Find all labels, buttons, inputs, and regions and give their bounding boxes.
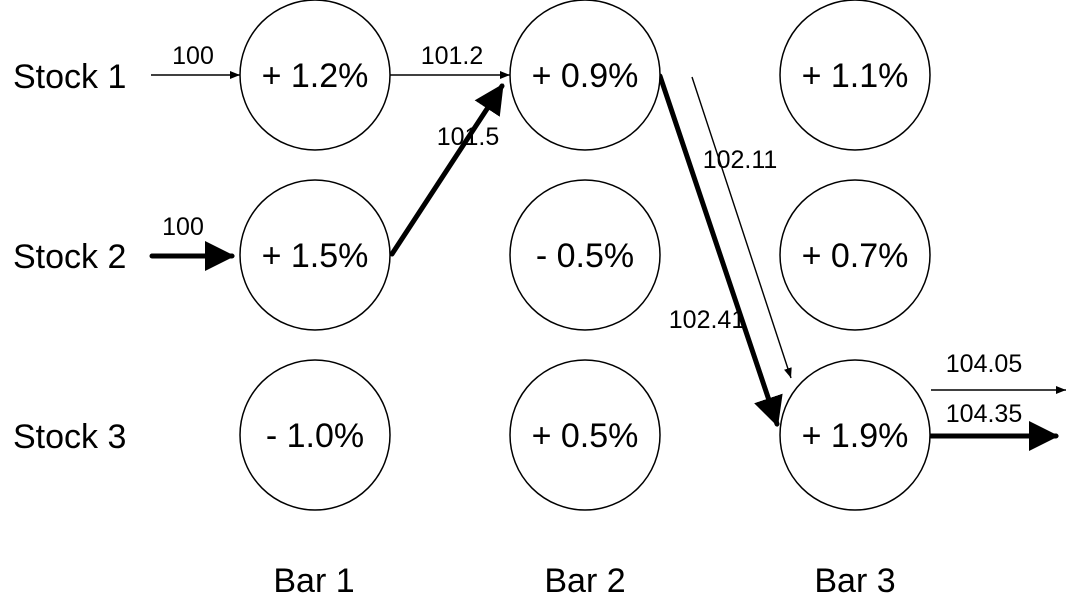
edge-label-102-11: 102.11 <box>703 146 778 174</box>
edge-label-101-2: 101.2 <box>421 42 484 70</box>
node-stock3-bar2: + 0.5% <box>509 359 661 511</box>
node-label: + 1.9% <box>802 417 909 455</box>
node-label: + 1.5% <box>262 237 369 275</box>
row-label-stock-2: Stock 2 <box>13 238 126 276</box>
edge-label-101-5: 101.5 <box>437 123 500 151</box>
row-label-stock-3: Stock 3 <box>13 418 126 456</box>
edge-label-102-41: 102.41 <box>669 306 745 334</box>
edge-thick-stock1-bar2-to-stock3-bar3 <box>657 73 783 427</box>
node-label: + 0.7% <box>802 237 909 275</box>
node-stock3-bar3: + 1.9% <box>779 359 931 511</box>
node-stock1-bar3: + 1.1% <box>779 0 931 151</box>
node-stock2-bar1: + 1.5% <box>239 179 391 331</box>
node-label: + 0.9% <box>532 57 639 95</box>
node-label: + 1.1% <box>802 57 909 95</box>
column-label-bar-2: Bar 2 <box>544 562 625 600</box>
node-stock3-bar1: - 1.0% <box>239 359 391 511</box>
node-label: - 0.5% <box>536 237 634 275</box>
edge-label-104-05: 104.05 <box>946 350 1022 378</box>
edge-label-start-stock-1: 100 <box>172 42 214 70</box>
edge-label-104-35: 104.35 <box>946 400 1022 428</box>
node-stock1-bar1: + 1.2% <box>239 0 391 151</box>
edge-thin-stock1-bar2-to-stock3-bar3 <box>691 76 792 379</box>
node-label: + 1.2% <box>262 57 369 95</box>
edge-stock2-bar1-to-stock1-bar2 <box>389 83 505 257</box>
column-label-bar-1: Bar 1 <box>273 562 354 600</box>
edge-label-start-stock-2: 100 <box>162 213 204 241</box>
node-label: + 0.5% <box>532 417 639 455</box>
node-label: - 1.0% <box>266 417 364 455</box>
column-label-bar-3: Bar 3 <box>814 562 895 600</box>
node-stock1-bar2: + 0.9% <box>509 0 661 151</box>
row-label-stock-1: Stock 1 <box>13 58 126 96</box>
node-stock2-bar2: - 0.5% <box>509 179 661 331</box>
node-stock2-bar3: + 0.7% <box>779 179 931 331</box>
